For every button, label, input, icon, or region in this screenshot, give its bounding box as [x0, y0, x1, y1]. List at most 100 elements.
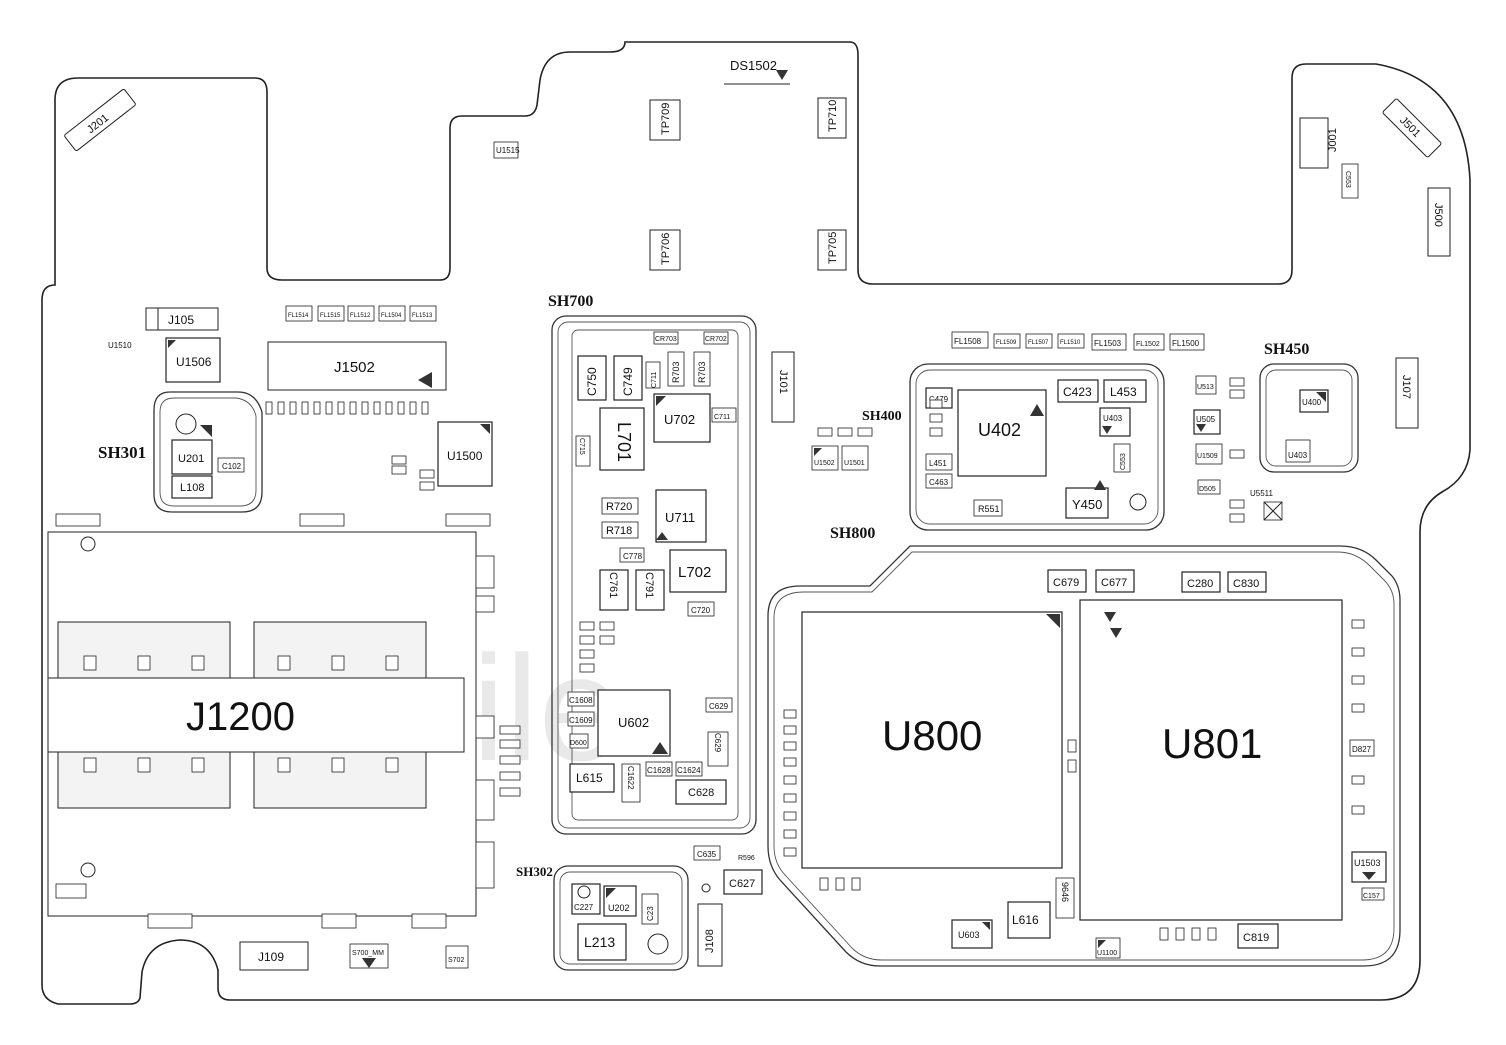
svg-text:FL1504: FL1504 — [381, 313, 402, 319]
resistor-r596: R596 — [738, 855, 755, 862]
testpoint-tp705: TP705 — [817, 229, 847, 271]
svg-text:C157: C157 — [1363, 893, 1380, 900]
svg-text:U1501: U1501 — [844, 460, 865, 467]
cap-c711: C711 — [645, 361, 661, 389]
svg-text:C1628: C1628 — [647, 766, 671, 775]
chip-u1502: U1502 — [811, 445, 839, 471]
svg-text:L451: L451 — [929, 459, 947, 468]
svg-text:U403: U403 — [1288, 451, 1308, 460]
chip-u402: U402 — [957, 389, 1047, 477]
svg-text:L453: L453 — [1110, 385, 1137, 399]
chip-u603: U603 — [951, 919, 993, 949]
chip-u400: U400 — [1299, 389, 1329, 413]
svg-text:FL1500: FL1500 — [1172, 339, 1200, 348]
inductor-l451: L451 — [925, 453, 953, 471]
svg-text:C227: C227 — [574, 903, 594, 912]
sh301-label: SH301 — [98, 443, 146, 462]
inductor-l453: L453 — [1103, 379, 1147, 403]
shield-sh302 — [553, 865, 689, 971]
testpoint-tp710: TP710 — [817, 97, 847, 139]
sh450-label: SH450 — [1264, 341, 1309, 358]
svg-text:C749: C749 — [621, 367, 635, 396]
cap-c157: C157 — [1361, 887, 1385, 901]
svg-text:FL1509: FL1509 — [996, 340, 1017, 346]
svg-text:R703: R703 — [697, 361, 707, 383]
chip-u1100: U1100 — [1095, 937, 1121, 959]
svg-text:9646: 9646 — [1060, 882, 1070, 902]
svg-text:C778: C778 — [623, 552, 643, 561]
cap-c635: C635 — [693, 845, 721, 861]
svg-text:J108: J108 — [704, 929, 716, 953]
diode-d600: D600 — [569, 733, 589, 749]
svg-text:C720: C720 — [691, 606, 711, 615]
j1502-pad-row — [265, 401, 429, 415]
svg-text:J500: J500 — [1432, 203, 1444, 227]
svg-text:J101: J101 — [777, 370, 789, 394]
svg-text:U513: U513 — [1197, 384, 1214, 391]
cap-c711b: C711 — [711, 407, 737, 423]
svg-text:L108: L108 — [180, 482, 204, 494]
connector-j1200: J1200 — [47, 513, 495, 929]
chip-u505: U505 — [1193, 409, 1221, 435]
cap-c629a: C629 — [705, 697, 733, 713]
diode-d827: D827 — [1349, 739, 1375, 757]
cap-c463: C463 — [925, 473, 953, 489]
connector-j500: J500 — [1427, 187, 1451, 257]
connector-j105: J105 — [145, 307, 219, 331]
chip-u1509: U1509 — [1195, 443, 1223, 465]
svg-text:J1502: J1502 — [334, 359, 375, 376]
shield-sh400 — [909, 363, 1165, 531]
small-pads — [391, 377, 1365, 941]
svg-text:C463: C463 — [929, 478, 949, 487]
cap-c750: C750 — [577, 355, 607, 401]
cap-c679: C679 — [1047, 569, 1087, 593]
svg-text:C628: C628 — [688, 787, 714, 799]
inductor-l616: L616 — [1007, 901, 1051, 939]
sh400-label: SH400 — [862, 409, 902, 424]
chip-u202: U202 — [603, 885, 637, 917]
svg-text:C635: C635 — [697, 850, 717, 859]
resistor-r720: R720 — [601, 497, 639, 515]
svg-text:L616: L616 — [1012, 913, 1039, 927]
svg-text:C280: C280 — [1187, 578, 1213, 590]
resistor-r551: R551 — [973, 499, 1003, 517]
chip-u702: U702 — [653, 393, 711, 443]
resistor-r703b: R703 — [693, 351, 711, 387]
svg-text:S700_MM: S700_MM — [352, 950, 384, 957]
svg-text:C553: C553 — [1120, 453, 1127, 470]
svg-text:FL1503: FL1503 — [1094, 339, 1122, 348]
switch-s702: S702 — [445, 945, 469, 969]
chip-u800: U800 — [801, 611, 1063, 869]
svg-text:FL1515: FL1515 — [320, 313, 341, 319]
svg-text:U202: U202 — [608, 903, 630, 913]
chip-u1501: U1501 — [841, 445, 869, 471]
diode-9646: 9646 — [1055, 877, 1075, 919]
svg-text:U702: U702 — [664, 412, 695, 427]
svg-text:C553: C553 — [1344, 171, 1351, 188]
connector-j101: J101 — [771, 351, 795, 423]
cap-c677: C677 — [1095, 569, 1135, 593]
cap-c761: C761 — [599, 569, 629, 611]
shield-sh301 — [153, 391, 263, 513]
diode-d505: D505 — [1197, 479, 1221, 495]
svg-text:U505: U505 — [1196, 415, 1216, 424]
svg-text:U1503: U1503 — [1354, 858, 1381, 868]
chip-u201: U201 — [171, 425, 213, 475]
chip-u403: U403 — [1099, 407, 1131, 437]
svg-text:C1608: C1608 — [569, 696, 593, 705]
svg-text:Y450: Y450 — [1072, 497, 1102, 512]
svg-text:R551: R551 — [978, 504, 1000, 514]
svg-text:C1609: C1609 — [569, 716, 593, 725]
svg-text:U801: U801 — [1162, 720, 1262, 767]
svg-text:J1200: J1200 — [186, 695, 295, 739]
cap-c23: C23 — [641, 893, 659, 925]
svg-text:C677: C677 — [1101, 577, 1127, 589]
svg-text:FL1502: FL1502 — [1136, 341, 1160, 348]
cap-c627: C627 — [723, 869, 763, 895]
connector-j107: J107 — [1395, 357, 1419, 429]
chip-u1503: U1503 — [1351, 851, 1387, 883]
cap-c791: C791 — [635, 569, 665, 611]
svg-text:CR703: CR703 — [655, 336, 677, 343]
cap-c628: C628 — [675, 779, 727, 805]
